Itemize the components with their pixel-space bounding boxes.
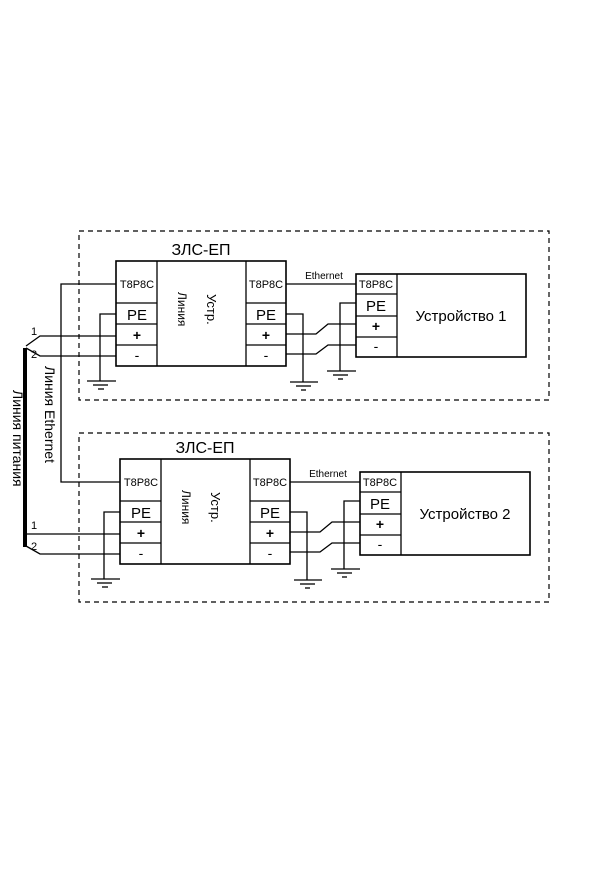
wire-2-label: 2 bbox=[31, 349, 37, 361]
device-pe-wire bbox=[339, 302, 356, 371]
right-pe-label: PE bbox=[256, 307, 276, 324]
right-pe-label: PE bbox=[260, 505, 280, 522]
right-minus-label: - bbox=[264, 347, 269, 363]
right-port-label: T8P8C bbox=[249, 279, 283, 291]
plus-wire bbox=[290, 521, 360, 533]
ground-icon bbox=[294, 579, 322, 589]
module-title: ЗЛС-ЕП bbox=[171, 242, 230, 259]
block-boundary bbox=[78, 432, 550, 603]
zls-ep-module: T8P8C PE + - T8P8C PE + - Линия Устр. bbox=[115, 260, 287, 367]
device-minus-label: - bbox=[374, 338, 379, 354]
left-minus-label: - bbox=[135, 347, 140, 363]
device-port-label: T8P8C bbox=[359, 279, 393, 291]
left-plus-label: + bbox=[133, 327, 141, 343]
minus-wire bbox=[286, 344, 356, 355]
device-plus-label: + bbox=[372, 318, 380, 334]
device-port-label: T8P8C bbox=[363, 477, 397, 489]
power-wire-2 bbox=[25, 545, 120, 555]
device-name: Устройство 2 bbox=[420, 506, 511, 523]
right-minus-label: - bbox=[268, 545, 273, 561]
left-pe-wire bbox=[99, 313, 116, 381]
block-boundary bbox=[78, 230, 550, 401]
ground-icon bbox=[290, 381, 318, 391]
module-title: ЗЛС-ЕП bbox=[175, 440, 234, 457]
power-wire-1 bbox=[25, 335, 116, 347]
device-pe-wire bbox=[343, 500, 360, 569]
ethernet-link-label: Ethernet bbox=[309, 469, 347, 480]
ethernet-line-label: Линия Ethernet bbox=[42, 366, 58, 463]
block-1: 1 2 ЗЛС-ЕП T8P8C PE + - T8P8C PE + - Лин… bbox=[25, 230, 550, 401]
side-device-label: Устр. bbox=[208, 492, 223, 523]
wire-2-label: 2 bbox=[31, 541, 37, 553]
minus-wire bbox=[290, 542, 360, 553]
device-name: Устройство 1 bbox=[416, 308, 507, 325]
device-box: T8P8C PE + - Устройство 1 bbox=[355, 273, 527, 358]
wire-1-label: 1 bbox=[31, 326, 37, 338]
right-pe-wire bbox=[286, 313, 304, 382]
plus-wire bbox=[286, 323, 356, 335]
device-box: T8P8C PE + - Устройство 2 bbox=[359, 471, 531, 556]
left-pe-label: PE bbox=[131, 505, 151, 522]
left-port-label: T8P8C bbox=[124, 477, 158, 489]
left-minus-label: - bbox=[139, 545, 144, 561]
ground-icon bbox=[91, 578, 120, 588]
side-device-label: Устр. bbox=[204, 294, 219, 325]
wire-1-label: 1 bbox=[31, 520, 37, 532]
ground-icon bbox=[331, 568, 360, 578]
left-pe-wire bbox=[103, 511, 120, 579]
device-pe-label: PE bbox=[370, 496, 390, 513]
device-plus-label: + bbox=[376, 516, 384, 532]
device-pe-label: PE bbox=[366, 298, 386, 315]
power-wire-2 bbox=[25, 347, 116, 357]
right-plus-label: + bbox=[262, 327, 270, 343]
ground-icon bbox=[87, 380, 116, 390]
right-port-label: T8P8C bbox=[253, 477, 287, 489]
right-pe-wire bbox=[290, 511, 308, 580]
left-plus-label: + bbox=[137, 525, 145, 541]
right-plus-label: + bbox=[266, 525, 274, 541]
ground-icon bbox=[327, 370, 356, 380]
side-line-label: Линия bbox=[175, 292, 189, 326]
left-port-label: T8P8C bbox=[120, 279, 154, 291]
side-line-label: Линия bbox=[179, 490, 193, 524]
zls-ep-module: T8P8C PE + - T8P8C PE + - Линия Устр. bbox=[119, 458, 291, 565]
left-pe-label: PE bbox=[127, 307, 147, 324]
ethernet-link-label: Ethernet bbox=[305, 271, 343, 282]
ethernet-trunk-wire bbox=[60, 283, 120, 483]
power-line-label: Линия питания bbox=[10, 390, 26, 487]
block-2: 1 2 ЗЛС-ЕП T8P8C PE + - T8P8C PE + - Лин… bbox=[25, 432, 550, 603]
device-minus-label: - bbox=[378, 536, 383, 552]
